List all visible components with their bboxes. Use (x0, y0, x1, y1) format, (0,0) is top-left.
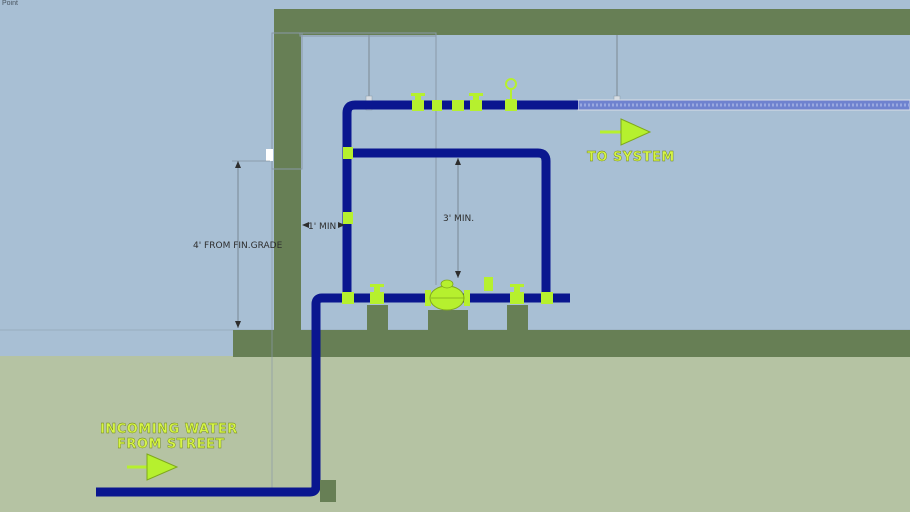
incoming-label-line1: INCOMING WATER (100, 422, 238, 437)
dim-grade-label: 4' FROM FIN.GRADE (193, 241, 283, 251)
fitting (452, 100, 464, 111)
fitting (432, 100, 442, 111)
support-pad-left (367, 305, 388, 330)
bypass-pipe (342, 100, 578, 298)
dimension-grade (232, 160, 270, 328)
to-system-label: TO SYSTEM (587, 150, 675, 165)
fitting (343, 147, 353, 159)
wall-opening-outline (271, 32, 303, 170)
support-pad-right (507, 305, 528, 330)
gate-valve-icon (411, 93, 425, 111)
fitting (342, 292, 354, 304)
gate-valve-icon (510, 284, 524, 304)
dim-wall-label: 1' MIN (308, 222, 336, 232)
dimension-wall (302, 222, 345, 228)
incoming-label-line2: FROM STREET (117, 437, 225, 452)
dimension-vertical (455, 158, 461, 278)
floor-slab (233, 330, 910, 357)
support-pad-center (428, 310, 468, 330)
viewport-label: Point (2, 0, 18, 7)
to-system-arrow-icon (600, 118, 652, 146)
gate-valve-icon (469, 93, 483, 111)
incoming-arrow-icon (127, 453, 179, 481)
ground (0, 356, 910, 512)
gate-valve-icon (370, 284, 384, 304)
stub-block (320, 480, 336, 502)
sleeve-marker (266, 149, 273, 161)
ceiling-outline (299, 32, 437, 37)
fitting (343, 212, 353, 224)
wall (274, 9, 301, 331)
backflow-preventer-icon (425, 279, 470, 311)
main-pipe (96, 293, 570, 497)
fitting (541, 292, 553, 304)
test-cock-icon (484, 277, 493, 291)
pressure-gauge-icon (505, 78, 517, 111)
roof-slab (274, 9, 910, 35)
upper-loop-pipe (347, 148, 551, 298)
dim-vertical-label: 3' MIN. (443, 214, 474, 224)
